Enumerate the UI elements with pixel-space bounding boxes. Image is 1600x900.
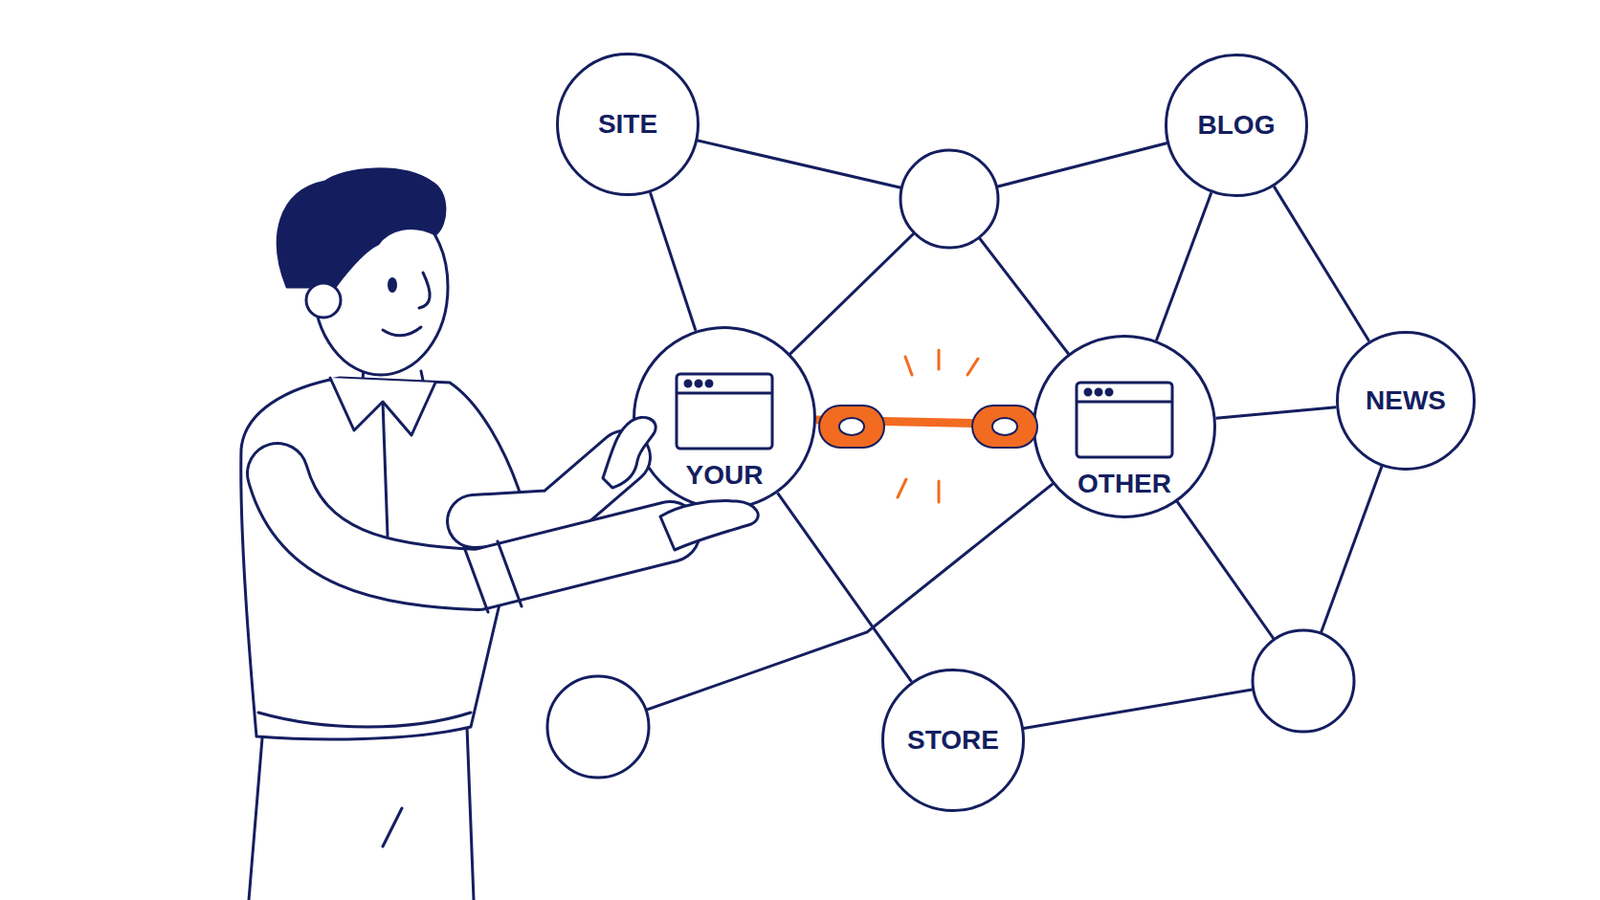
circle-node: STORE — [881, 668, 1025, 813]
network-connector — [1216, 407, 1337, 420]
network-connector — [649, 192, 696, 332]
circle-node: BLOG — [1164, 53, 1309, 198]
node-label: SITE — [555, 110, 700, 140]
circle-node: NEWS — [1335, 331, 1476, 471]
network-connector — [1273, 186, 1370, 342]
node-label: OTHER — [1032, 469, 1217, 500]
empty-circle — [1252, 630, 1355, 733]
browser-icon — [676, 374, 773, 449]
network-connector — [1155, 192, 1211, 341]
network-connector — [777, 492, 912, 683]
browser-icon — [1076, 382, 1173, 458]
circle-node: SITE — [555, 52, 700, 197]
node-label: BLOG — [1164, 111, 1309, 141]
empty-circle — [547, 676, 649, 778]
chain-link — [819, 405, 1038, 448]
node-label: YOUR — [632, 461, 817, 491]
node-label: NEWS — [1335, 386, 1476, 417]
spark-lines — [897, 350, 978, 503]
node-label: STORE — [881, 726, 1025, 756]
empty-circle — [900, 150, 999, 248]
